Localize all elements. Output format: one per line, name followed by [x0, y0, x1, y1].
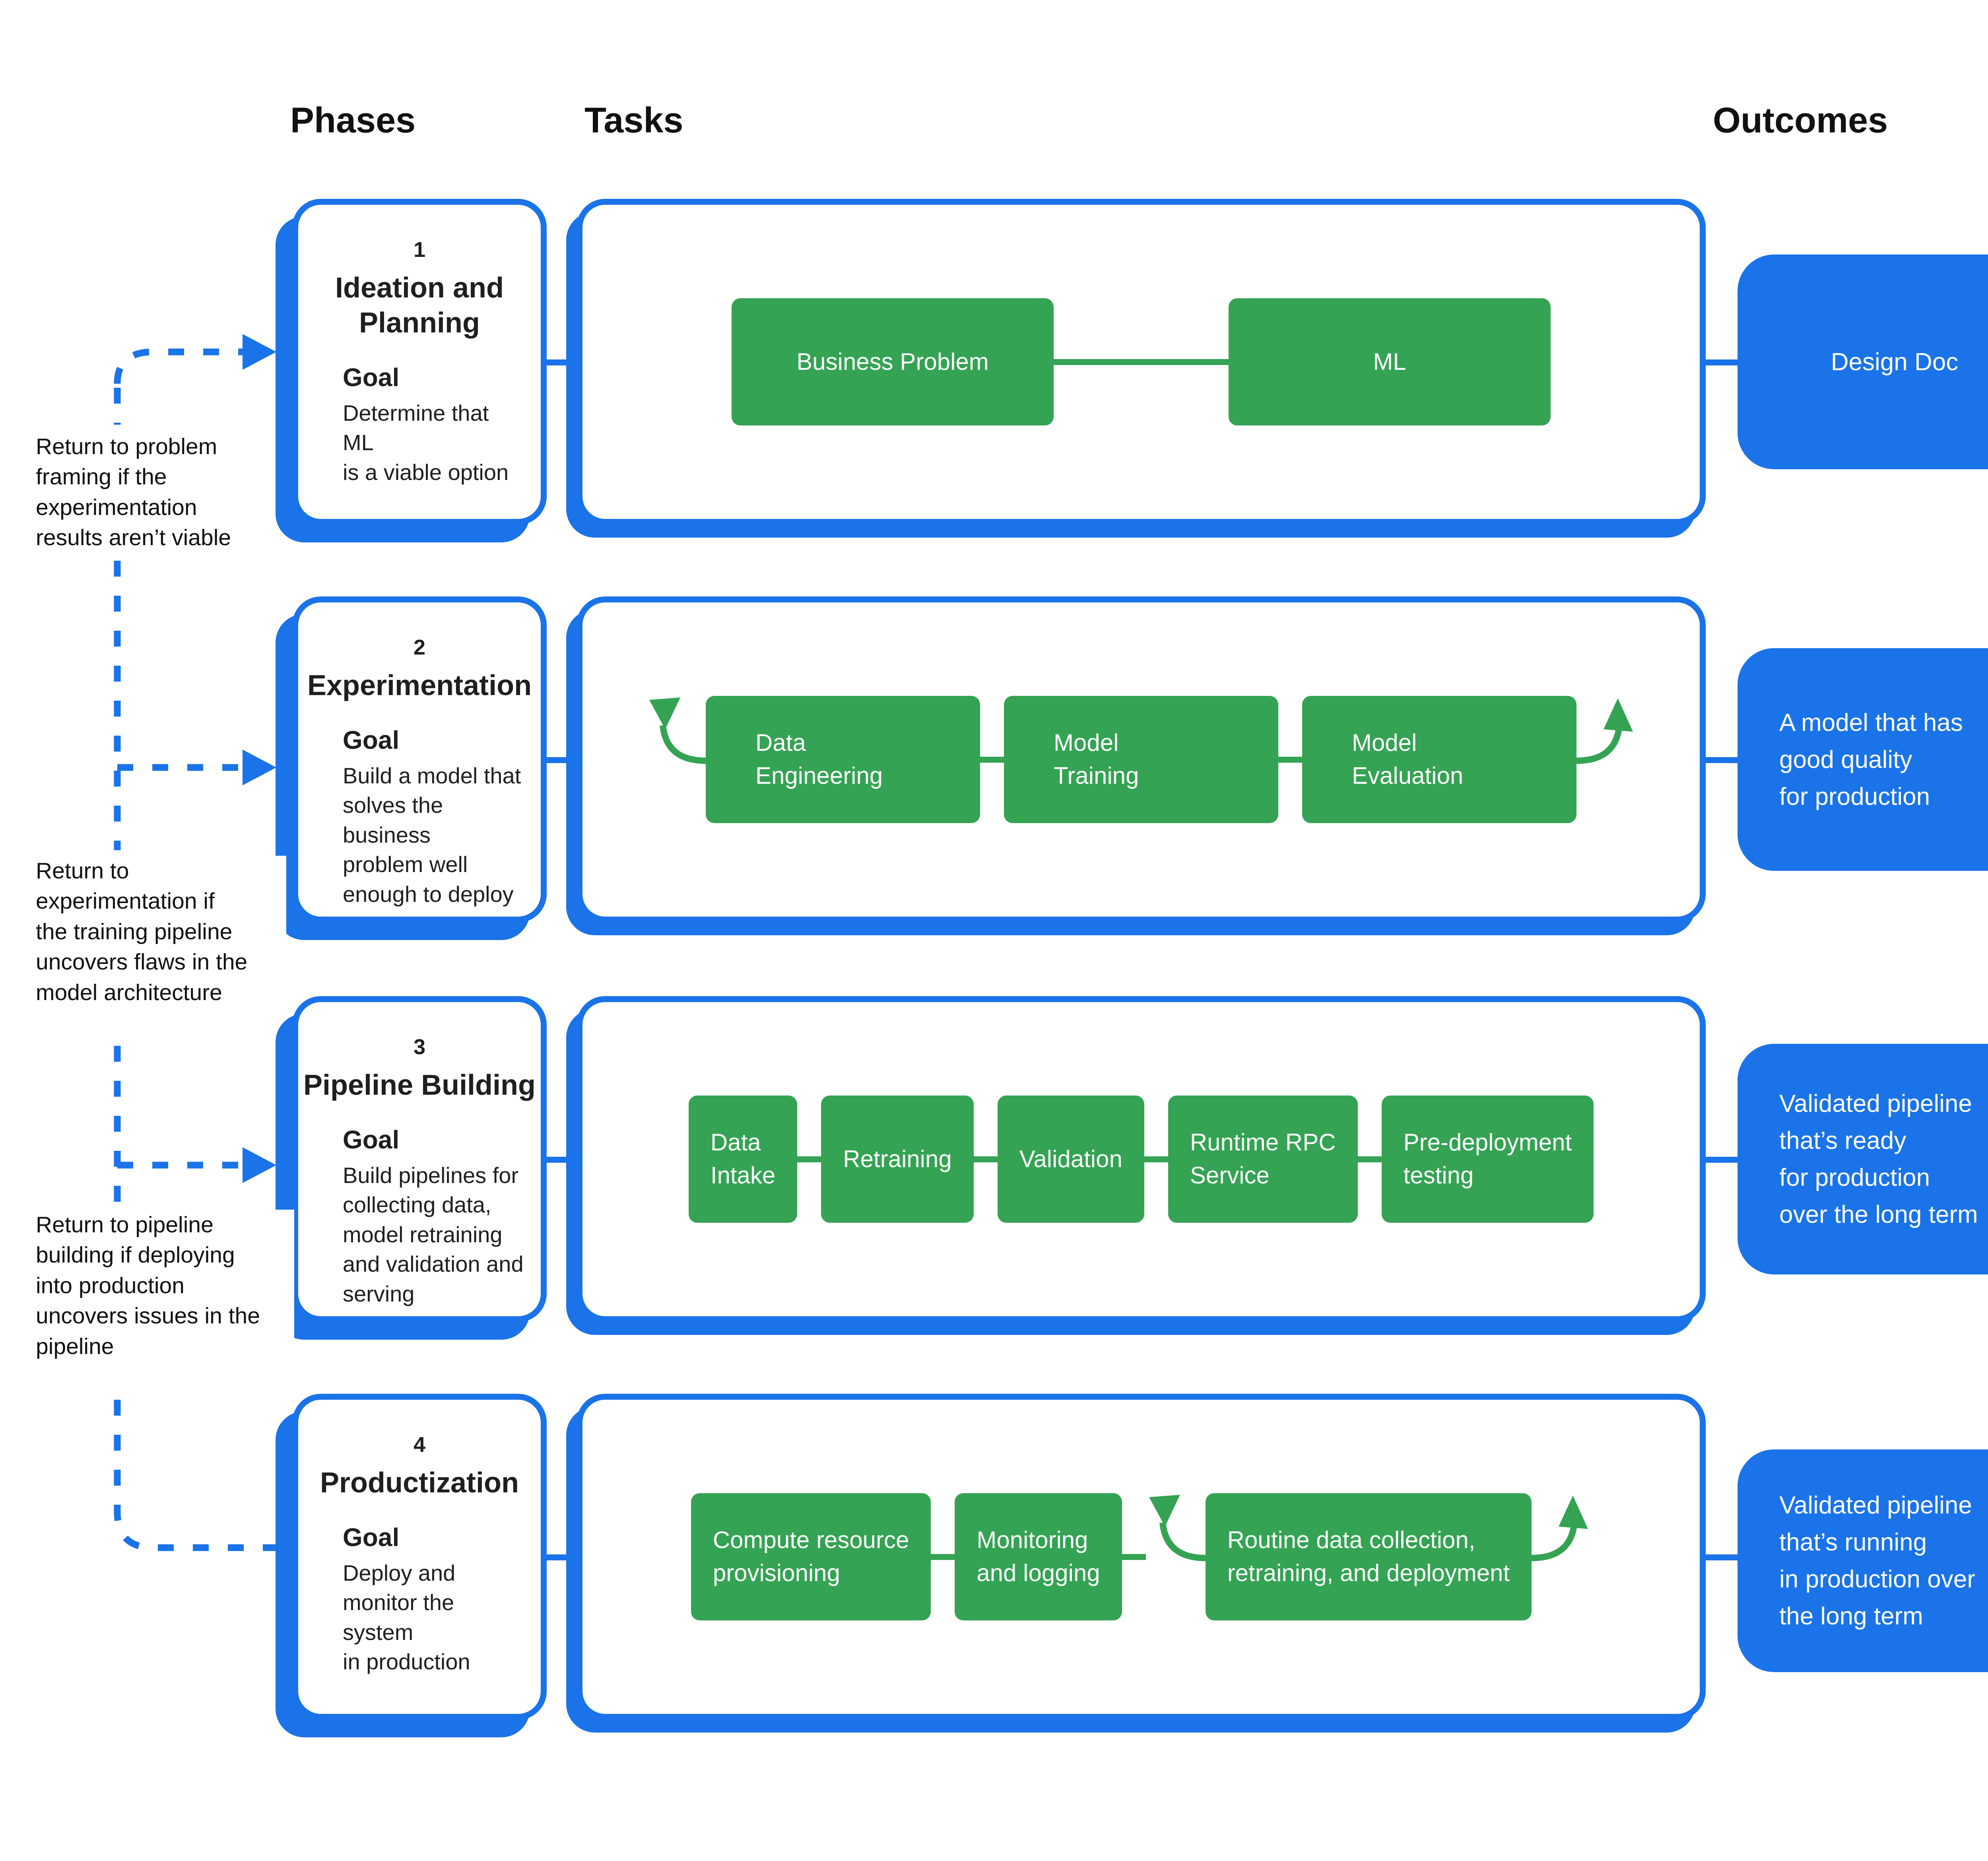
task-connector [1357, 1156, 1382, 1162]
goal-text: Build a model that solves the business p… [343, 763, 521, 907]
task-box: Runtime RPC Service [1168, 1096, 1358, 1223]
connector-tasks3-outcome [1702, 1157, 1741, 1163]
task-box: Routine data collection, retraining, and… [1205, 1493, 1532, 1620]
task-box: Monitoring and logging [955, 1493, 1122, 1620]
connector-tasks2-outcome [1702, 757, 1741, 763]
loop-arrow-right-icon [1576, 687, 1636, 832]
left-return-line-top-curve [114, 348, 243, 384]
goal-label: Goal [343, 1125, 400, 1154]
tasks-panel-ideation: Business Problem ML [577, 199, 1706, 525]
task-connector [931, 1554, 955, 1560]
task-connector [1122, 1554, 1146, 1560]
task-box: ML [1229, 298, 1551, 425]
task-connector [1278, 756, 1302, 763]
tasks-column-header: Tasks [584, 101, 683, 140]
arrowhead-to-phase-1 [243, 334, 276, 370]
phase-number: 2 [413, 635, 426, 659]
connector-phase1-tasks [541, 359, 580, 365]
outcome-validated-pipeline-ready: Validated pipeline that’s ready for prod… [1738, 1044, 1988, 1274]
outcome-design-doc: Design Doc [1738, 254, 1988, 469]
phase-card-experimentation: 2 Experimentation Goal Build a model tha… [292, 596, 547, 923]
task-box: Model Evaluation [1302, 696, 1576, 823]
task-connector [980, 756, 1004, 763]
phase-card-ideation-planning: 1 Ideation and Planning Goal Determine t… [292, 199, 547, 525]
arrowhead-to-phase-2 [243, 750, 276, 785]
outcome-good-quality-model: A model that has good quality for produc… [1738, 648, 1988, 871]
task-box: Retraining [821, 1096, 974, 1223]
goal-label: Goal [343, 725, 400, 754]
goal-label: Goal [343, 363, 400, 392]
connector-tasks4-outcome [1702, 1554, 1741, 1560]
phase-title: Ideation and Planning [335, 272, 504, 339]
phase-number: 4 [413, 1433, 426, 1457]
task-connector [797, 1156, 821, 1162]
phase-card-pipeline-building: 3 Pipeline Building Goal Build pipelines… [292, 996, 547, 1322]
connector-phase3-tasks [541, 1157, 580, 1163]
phase-number: 3 [413, 1035, 426, 1059]
phase-card-productization: 4 Productization Goal Deploy and monitor… [292, 1394, 547, 1720]
task-connector [1054, 359, 1229, 365]
task-box: Model Training [1004, 696, 1278, 823]
phase-title: Experimentation [307, 670, 532, 701]
outcome-validated-pipeline-running: Validated pipeline that’s running in pro… [1738, 1449, 1988, 1672]
goal-text: Determine that ML is a viable option [343, 400, 509, 485]
task-box: Pre-deployment testing [1381, 1096, 1594, 1223]
phase-number: 1 [413, 238, 426, 262]
task-box: Data Intake [688, 1096, 798, 1223]
task-box: Validation [997, 1096, 1144, 1223]
task-connector [1144, 1156, 1168, 1162]
left-return-line-seg4 [114, 1400, 278, 1551]
connector-tasks1-outcome [1702, 359, 1741, 365]
loop-arrow-right-icon [1532, 1484, 1591, 1630]
note-return-to-experimentation: Return to experimentation if the trainin… [36, 856, 286, 1008]
phase-title: Productization [320, 1467, 519, 1499]
phase-title: Pipeline Building [303, 1069, 536, 1101]
goal-label: Goal [343, 1523, 400, 1552]
goal-text: Deploy and monitor the system in product… [343, 1560, 470, 1675]
phases-column-header: Phases [290, 101, 416, 140]
loop-arrow-left-icon [646, 687, 706, 832]
arrowhead-to-phase-3 [243, 1147, 276, 1183]
note-return-to-problem-framing: Return to problem framing if the experim… [36, 431, 274, 553]
connector-phase2-tasks [541, 757, 580, 763]
task-box: Business Problem [732, 298, 1054, 425]
loop-arrow-left-icon [1146, 1484, 1206, 1630]
connector-phase4-tasks [541, 1554, 580, 1560]
outcomes-column-header: Outcomes [1713, 101, 1888, 140]
task-connector [973, 1156, 998, 1162]
note-return-to-pipeline-building: Return to pipeline building if deploying… [36, 1210, 294, 1362]
task-box: Compute resource provisioning [691, 1493, 931, 1620]
goal-text: Build pipelines for collecting data, mod… [343, 1162, 524, 1306]
task-box: Data Engineering [706, 696, 980, 823]
